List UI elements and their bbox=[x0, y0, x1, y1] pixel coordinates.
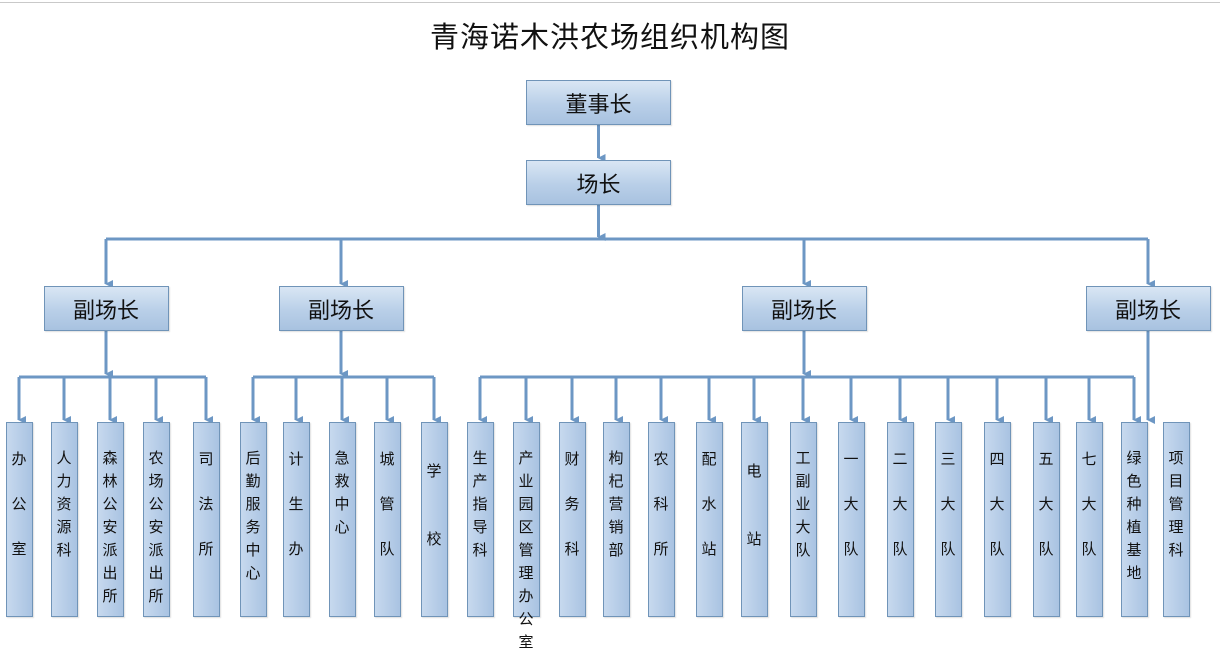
top-divider bbox=[0, 2, 1220, 3]
director-box: 场长 bbox=[526, 160, 671, 205]
department-box: 司法所 bbox=[192, 422, 220, 617]
department-box: 工副业大队 bbox=[789, 422, 817, 617]
department-box: 学校 bbox=[420, 422, 448, 617]
deputy-director-box: 副场长 bbox=[43, 286, 169, 331]
chairman-box: 董事长 bbox=[526, 80, 671, 125]
department-box: 森林公安派出所 bbox=[96, 422, 124, 617]
department-box: 城管队 bbox=[373, 422, 401, 617]
department-box: 电站 bbox=[740, 422, 768, 617]
deputy-director-box: 副场长 bbox=[278, 286, 404, 331]
deputy-director-box: 副场长 bbox=[1085, 286, 1211, 331]
department-box: 三大队 bbox=[934, 422, 962, 617]
department-box: 产业园区管理办公室 bbox=[512, 422, 540, 651]
department-box: 农场公安派出所 bbox=[142, 422, 170, 617]
department-box: 人力资源科 bbox=[50, 422, 78, 617]
department-box: 后勤服务中心 bbox=[239, 422, 267, 617]
department-box: 枸杞营销部 bbox=[602, 422, 630, 617]
department-box: 项目管理科 bbox=[1162, 422, 1190, 617]
department-box: 配水站 bbox=[695, 422, 723, 617]
department-box: 办公室 bbox=[5, 422, 33, 617]
department-box: 七大队 bbox=[1075, 422, 1103, 617]
department-box: 财务科 bbox=[558, 422, 586, 617]
department-box: 二大队 bbox=[886, 422, 914, 617]
department-box: 绿色种植基地 bbox=[1120, 422, 1148, 617]
department-box: 生产指导科 bbox=[466, 422, 494, 617]
department-box: 计生办 bbox=[282, 422, 310, 617]
department-box: 四大队 bbox=[983, 422, 1011, 617]
department-box: 五大队 bbox=[1032, 422, 1060, 617]
department-box: 急救中心 bbox=[328, 422, 356, 617]
department-box: 一大队 bbox=[837, 422, 865, 617]
department-box: 农科所 bbox=[647, 422, 675, 617]
deputy-director-box: 副场长 bbox=[741, 286, 867, 331]
chart-title: 青海诺木洪农场组织机构图 bbox=[429, 20, 790, 54]
